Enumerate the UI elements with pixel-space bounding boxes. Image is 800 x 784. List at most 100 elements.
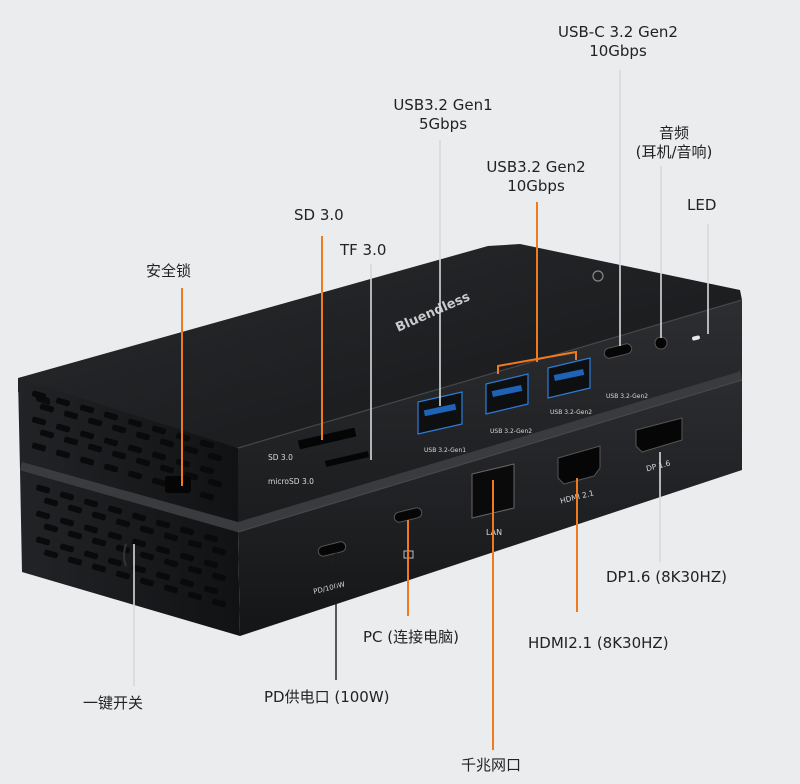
vent-slot: [127, 444, 143, 454]
vent-slot: [91, 511, 107, 521]
vent-slot: [131, 564, 147, 574]
vent-slot: [39, 429, 55, 439]
vent-slot: [187, 591, 203, 601]
vent-slot: [111, 450, 127, 460]
vent-slot: [155, 545, 171, 555]
label-usb-gen2-line2: 10Gbps: [507, 177, 565, 195]
vent-slot: [107, 557, 123, 567]
vent-slot: [211, 572, 227, 582]
label-tf: TF 3.0: [340, 241, 387, 259]
usb-c-port: [603, 343, 633, 359]
vent-slot: [87, 417, 103, 427]
vent-slot: [55, 449, 71, 459]
label-usb-gen1: USB3.2 Gen1 5Gbps: [388, 96, 498, 134]
label-hdmi: HDMI2.1 (8K30HZ): [528, 634, 669, 652]
top-unit-top-surface: [18, 244, 742, 448]
vent-slot: [35, 484, 51, 494]
lan-print: LAN: [486, 528, 502, 537]
pd-usb-c-port: [317, 541, 347, 557]
microsd-print: microSD 3.0: [268, 477, 314, 486]
vent-slot: [67, 556, 83, 566]
vent-slot: [151, 477, 167, 487]
side-vents: [31, 390, 227, 608]
vent-slot: [103, 463, 119, 473]
vent-slot: [79, 430, 95, 440]
vent-slot: [203, 585, 219, 595]
vent-slot: [163, 584, 179, 594]
vent-slot: [151, 425, 167, 435]
vent-slot: [211, 598, 227, 608]
vent-slot: [151, 451, 167, 461]
vent-slot: [79, 404, 95, 414]
sd-print: SD 3.0: [268, 453, 293, 462]
vent-slot: [83, 550, 99, 560]
vent-slot: [139, 551, 155, 561]
vent-slot: [31, 416, 47, 426]
vent-slot: [103, 411, 119, 421]
label-lan: 千兆网口: [461, 756, 522, 774]
vent-slot: [115, 544, 131, 554]
vent-slot: [199, 491, 215, 501]
vent-slot: [35, 510, 51, 520]
label-pd: PD供电口 (100W): [264, 688, 390, 706]
vent-slot: [55, 397, 71, 407]
label-usb-gen2-line1: USB3.2 Gen2: [486, 158, 586, 176]
vent-slot: [179, 578, 195, 588]
label-usb-c: USB-C 3.2 Gen2 10Gbps: [548, 23, 688, 61]
microsd-slot: [324, 451, 370, 467]
security-lock-slot: [165, 476, 191, 493]
vent-slot: [207, 478, 223, 488]
usb-gen2-b-print: USB 3.2-Gen2: [550, 409, 592, 416]
vent-slot: [159, 464, 175, 474]
sd-card-slot: [297, 427, 357, 450]
top-unit-ports: SD 3.0 microSD 3.0 USB 3.2-Gen1 USB 3.2-…: [165, 335, 700, 493]
vent-slot: [111, 424, 127, 434]
top-unit-front-face: [238, 300, 742, 532]
vent-slot: [43, 549, 59, 559]
leader-lines: [133, 70, 709, 750]
vent-slot: [199, 439, 215, 449]
vent-slot: [91, 563, 107, 573]
vent-slot: [35, 536, 51, 546]
vent-slot: [163, 532, 179, 542]
vent-slot: [31, 390, 47, 400]
led-indicator: [692, 335, 700, 341]
dp-port: [635, 417, 683, 453]
vent-slot: [127, 470, 143, 480]
audio-jack: [654, 336, 668, 350]
vent-slot: [179, 526, 195, 536]
vent-slot: [139, 577, 155, 587]
vent-slot: [155, 519, 171, 529]
vent-slot: [91, 537, 107, 547]
vent-slot: [203, 533, 219, 543]
label-power-switch: 一键开关: [83, 694, 144, 712]
vent-slot: [59, 517, 75, 527]
vent-slot: [155, 571, 171, 581]
label-usb-gen1-line1: USB3.2 Gen1: [393, 96, 493, 114]
vent-slot: [39, 403, 55, 413]
vent-slot: [31, 442, 47, 452]
vent-slot: [55, 423, 71, 433]
label-usb-gen2: USB3.2 Gen2 10Gbps: [481, 158, 591, 196]
vent-slot: [163, 558, 179, 568]
vent-slot: [63, 410, 79, 420]
vent-slot: [199, 465, 215, 475]
vent-slot: [187, 539, 203, 549]
label-dp: DP1.6 (8K30HZ): [606, 568, 727, 586]
vent-slot: [103, 437, 119, 447]
vent-slot: [83, 498, 99, 508]
label-security-lock: 安全锁: [146, 262, 192, 280]
vent-slot: [107, 531, 123, 541]
label-sd: SD 3.0: [294, 206, 344, 224]
vent-slot: [83, 524, 99, 534]
label-usb-c-line1: USB-C 3.2 Gen2: [558, 23, 678, 41]
vent-slot: [135, 431, 151, 441]
vent-slot: [159, 438, 175, 448]
power-button: [123, 543, 127, 567]
label-audio-line1: 音频: [658, 124, 689, 142]
vent-slot: [139, 525, 155, 535]
vent-slot: [211, 546, 227, 556]
label-audio: 音频 (耳机/音响): [624, 124, 724, 162]
vent-slot: [67, 504, 83, 514]
